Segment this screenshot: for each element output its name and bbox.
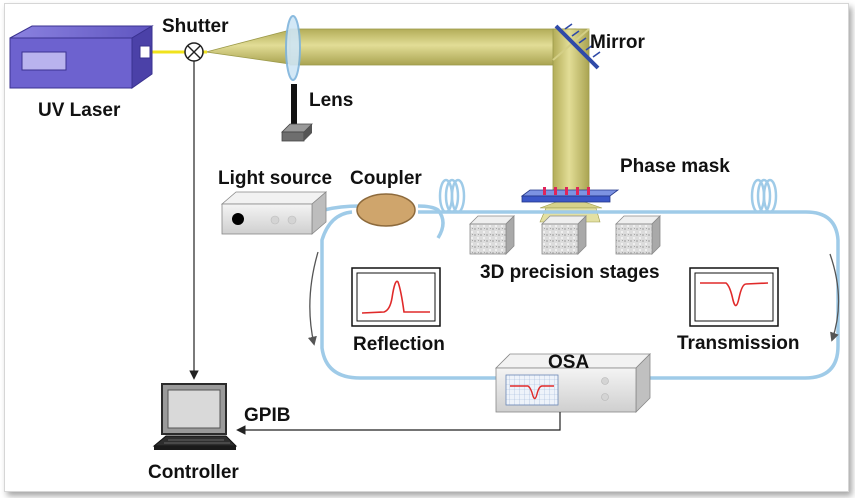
mirror-icon (554, 23, 601, 70)
osa-label: OSA (548, 352, 589, 373)
gpib-connection-line (236, 412, 561, 435)
lens-label: Lens (309, 90, 353, 111)
coupler-label: Coupler (350, 168, 422, 189)
coupler-icon (356, 193, 416, 227)
uv-laser-label: UV Laser (38, 100, 121, 121)
precision-stage-icon (541, 215, 587, 255)
precision-stage-icon (469, 215, 515, 255)
gpib-label: GPIB (244, 405, 290, 426)
phase-mask-label: Phase mask (620, 156, 730, 177)
transmission-spectrum-icon (689, 267, 779, 327)
fiber-coil-icon (438, 178, 466, 214)
transmission-label: Transmission (677, 333, 800, 354)
light-source-label: Light source (218, 168, 332, 189)
reflection-spectrum-icon (351, 267, 441, 327)
computer-icon (152, 383, 238, 450)
stages-label: 3D precision stages (480, 262, 660, 283)
phase-mask-icon (520, 187, 620, 203)
osa-icon (495, 353, 651, 413)
reflection-label: Reflection (353, 334, 445, 355)
mirror-label: Mirror (590, 32, 646, 53)
uv-laser-icon (9, 25, 154, 89)
fiber-coil-icon (750, 178, 778, 214)
shutter-icon (184, 42, 204, 62)
lens-icon (281, 15, 313, 142)
shutter-label: Shutter (162, 16, 229, 37)
diagram-frame (4, 3, 849, 492)
light-source-icon (220, 191, 328, 235)
uv-beam (205, 28, 603, 223)
flow-arrow-icon (829, 253, 840, 342)
precision-stage-icon (615, 215, 661, 255)
controller-label: Controller (148, 462, 239, 483)
flow-arrow-icon (307, 251, 319, 346)
